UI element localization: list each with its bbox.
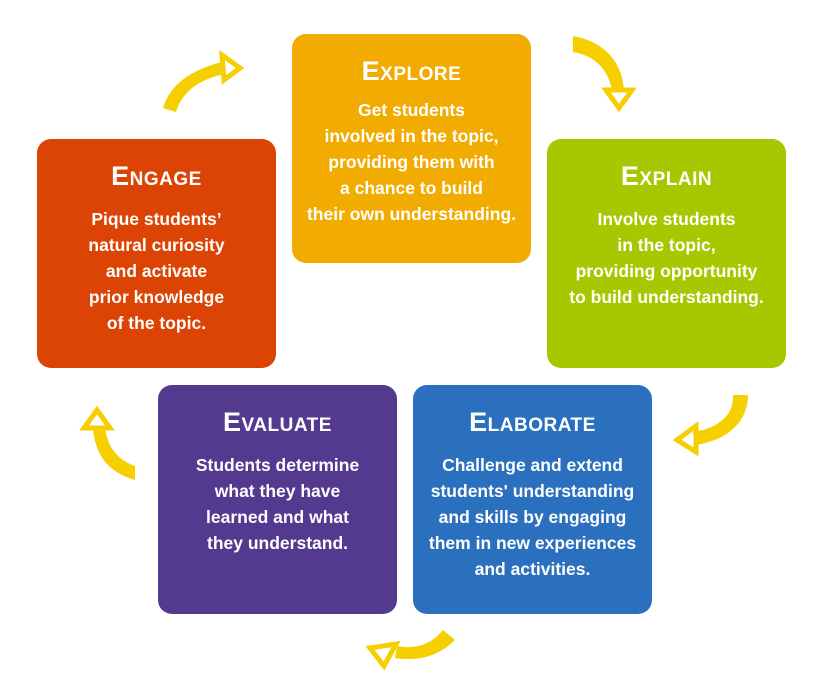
arrow-evaluate-to-engage bbox=[93, 428, 135, 480]
arrow-elaborate-to-evaluate bbox=[395, 630, 455, 660]
stage-engage: Engage Pique students’ natural curiosity… bbox=[37, 139, 276, 368]
stage-description: Get students involved in the topic, prov… bbox=[306, 100, 517, 224]
stage-description: Students determine what they have learne… bbox=[195, 455, 360, 553]
arrowhead-right-icon bbox=[219, 49, 245, 85]
stage-elaborate: Elaborate Challenge and extend students'… bbox=[413, 385, 652, 614]
arrowhead-down-icon bbox=[601, 87, 637, 113]
stage-title: Engage bbox=[111, 161, 202, 191]
arrowhead-up-icon bbox=[79, 405, 115, 431]
arrow-explain-to-elaborate bbox=[693, 395, 748, 445]
stage-description: Involve students in the topic, providing… bbox=[569, 209, 764, 307]
stage-title: Evaluate bbox=[223, 407, 332, 437]
arrowhead-down-left-icon bbox=[365, 640, 401, 671]
stage-explain: Explain Involve students in the topic, p… bbox=[547, 139, 786, 368]
stage-title: Elaborate bbox=[469, 407, 596, 437]
arrow-engage-to-explore bbox=[163, 62, 224, 112]
stage-title: Explain bbox=[620, 161, 713, 191]
stage-description: Challenge and extend students' understan… bbox=[428, 455, 637, 579]
stage-title: Explore bbox=[361, 56, 462, 86]
arrow-explore-to-explain bbox=[573, 36, 624, 90]
stage-evaluate: Evaluate Students determine what they ha… bbox=[158, 385, 397, 614]
stage-description: Pique students’ natural curiosity and ac… bbox=[88, 209, 225, 333]
stage-explore: Explore Get students involved in the top… bbox=[292, 34, 531, 263]
arrowhead-left-icon bbox=[672, 421, 699, 457]
